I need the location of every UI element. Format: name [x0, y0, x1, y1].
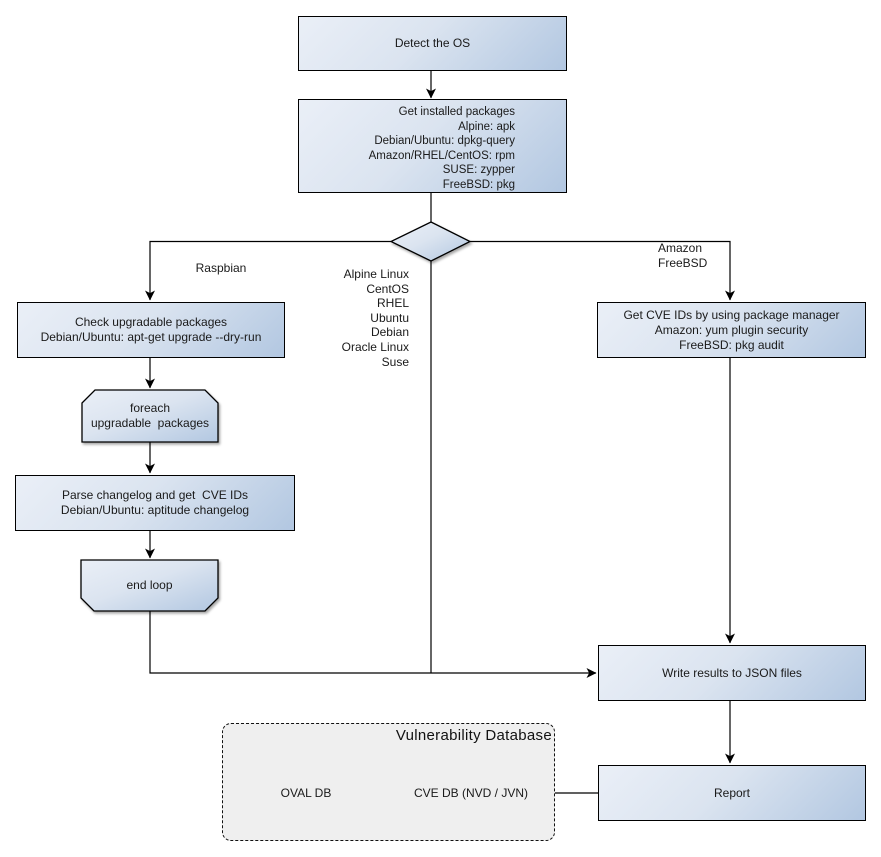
decision-diamond	[389, 221, 472, 262]
end-loop-label: end loop	[126, 578, 173, 592]
node-report: Report	[598, 765, 866, 821]
vulnerability-database-title: Vulnerability Database	[395, 727, 552, 744]
node-write-results-json: Write results to JSON files	[598, 645, 866, 701]
node-parse-changelog: Parse changelog and get CVE IDs Debian/U…	[15, 475, 295, 531]
node-get-installed-packages: Get installed packages Alpine: apk Debia…	[298, 99, 567, 193]
end-loop-shape	[80, 559, 219, 612]
edge-label-raspbian: Raspbian	[195, 261, 247, 275]
edge-decision-to-get-cve	[470, 240, 735, 301]
foreach-loop-label: foreach upgradable packages	[90, 401, 210, 430]
node-detect-os: Detect the OS	[298, 16, 567, 71]
edge-decision-to-check-upgradable	[145, 240, 391, 301]
oval-db-label: OVAL DB	[280, 786, 332, 800]
node-check-upgradable-packages: Check upgradable packages Debian/Ubuntu:…	[17, 302, 285, 358]
edge-endloop-to-write-results	[149, 611, 597, 678]
vulnerability-database-container: Vulnerability Database	[222, 723, 555, 841]
cve-db-label: CVE DB (NVD / JVN)	[413, 786, 528, 800]
node-get-cve-ids: Get CVE IDs by using package manager Ama…	[597, 302, 866, 358]
edge-label-amazon-freebsd: Amazon FreeBSD	[658, 241, 708, 270]
edge-label-os-list: Alpine Linux CentOS RHEL Ubuntu Debian O…	[341, 267, 409, 369]
foreach-loop-shape	[81, 389, 219, 443]
